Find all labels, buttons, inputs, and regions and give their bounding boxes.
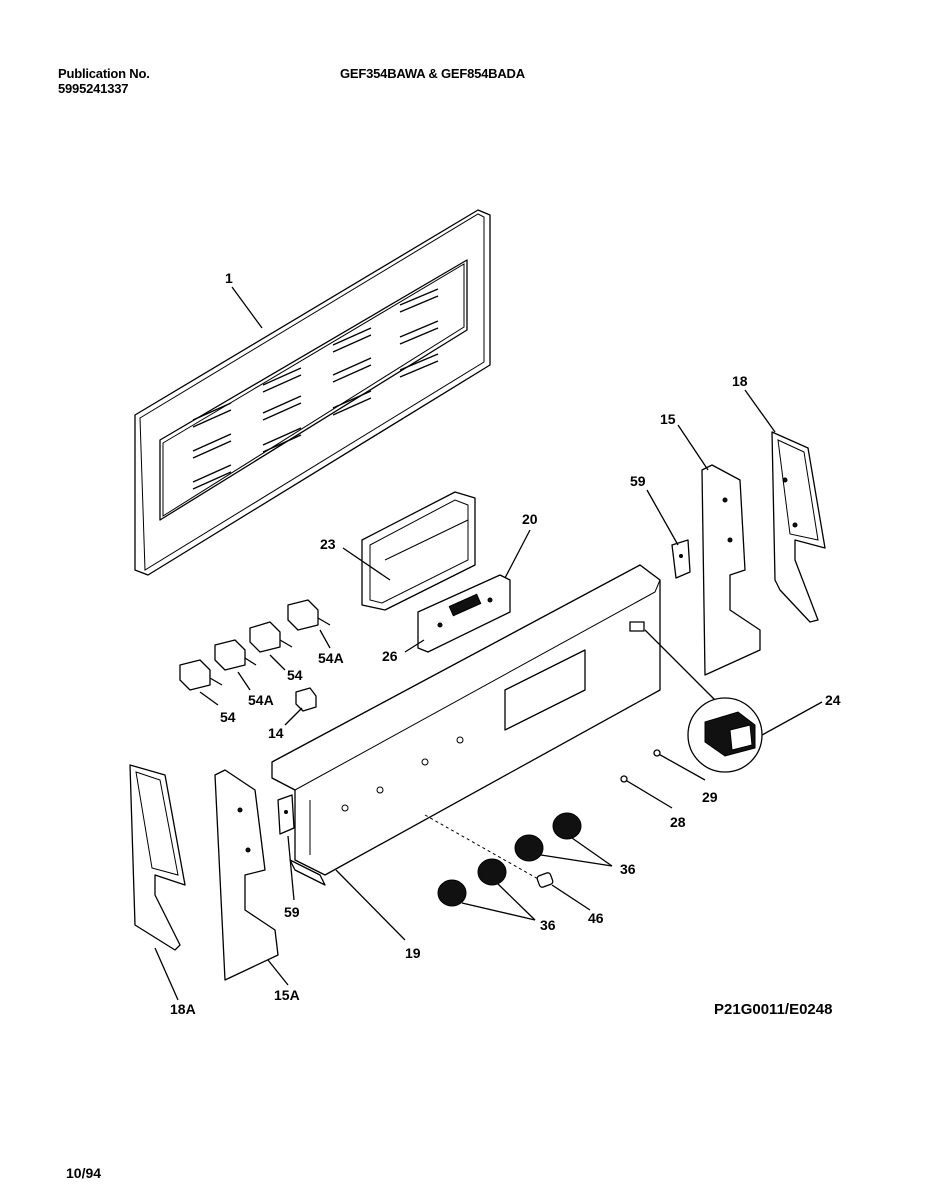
callout-59-left: 59 (284, 904, 300, 920)
part-54A-switch-upper (287, 599, 331, 631)
callout-24: 24 (825, 692, 841, 708)
model-numbers: GEF354BAWA & GEF854BADA (340, 66, 525, 81)
part-18A-end-cap-left (129, 764, 186, 951)
part-19-control-panel (271, 564, 661, 886)
part-54-switch-lower (179, 659, 223, 691)
callout-18: 18 (732, 373, 748, 389)
part-29-pin (653, 749, 706, 781)
callout-23: 23 (320, 536, 336, 552)
part-36-knobs-lower (437, 858, 507, 907)
publication-number: 5995241337 (58, 81, 129, 96)
callout-28: 28 (670, 814, 686, 830)
callout-36-upper: 36 (620, 861, 636, 877)
part-59-clip-left (277, 794, 295, 835)
callout-14: 14 (268, 725, 284, 741)
footer-date: 10/94 (66, 1165, 101, 1181)
callout-29: 29 (702, 789, 718, 805)
part-54A-switch-lower (214, 639, 257, 671)
part-1-back-panel (134, 209, 491, 576)
callout-54-upper: 54 (287, 667, 303, 683)
diagram-code: P21G0011/E0248 (714, 1001, 832, 1018)
callout-26: 26 (382, 648, 398, 664)
part-18-end-cap-right (771, 431, 826, 623)
part-46-spacer (536, 872, 554, 888)
part-59-clip-right (671, 539, 691, 579)
callout-15A: 15A (274, 987, 300, 1003)
part-20-timer-board (417, 574, 511, 653)
callout-18A: 18A (170, 1001, 196, 1017)
callout-19: 19 (405, 945, 421, 961)
callout-46: 46 (588, 910, 604, 926)
callout-54A-upper: 54A (318, 650, 344, 666)
part-28-pin (620, 775, 673, 809)
part-23-bracket (361, 491, 476, 611)
part-54-switch-upper (249, 621, 293, 653)
callout-54A-lower: 54A (248, 692, 274, 708)
callout-20: 20 (522, 511, 538, 527)
callout-54-lower: 54 (220, 709, 236, 725)
callout-1: 1 (225, 270, 233, 286)
part-15A-end-bracket-left (214, 769, 279, 981)
callout-59-right: 59 (630, 473, 646, 489)
publication-label: Publication No. (58, 66, 150, 81)
callout-15: 15 (660, 411, 676, 427)
part-15-end-bracket-right (701, 464, 761, 676)
part-14-switch (295, 687, 317, 712)
callout-36-lower: 36 (540, 917, 556, 933)
part-36-knobs-upper (514, 812, 582, 862)
